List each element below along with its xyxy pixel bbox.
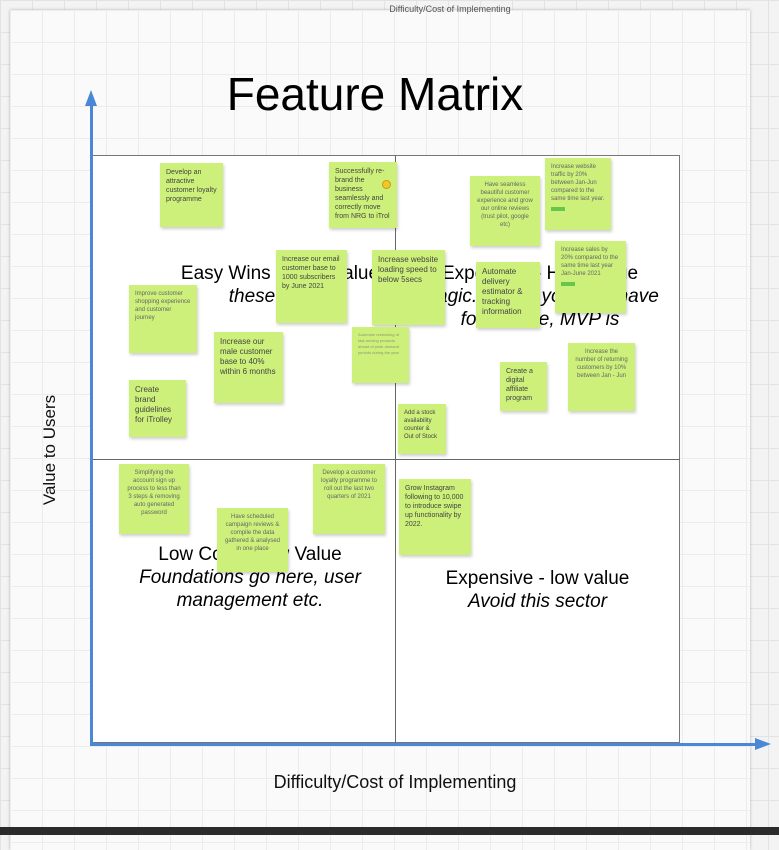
sticky-note-text: Increase sales by 20% compared to the sa… <box>561 247 619 277</box>
quadrant-label-top-right: Expensive - High Value magic. Only if yo… <box>410 262 670 331</box>
quadrant-heading: Expensive - High Value <box>441 263 639 284</box>
sticky-note[interactable]: Have scheduled campaign reviews & compil… <box>217 508 288 572</box>
sticky-note[interactable]: Increase our email customer base to 1000… <box>276 250 347 323</box>
sticky-note-text: Add a stock availability counter & Out o… <box>404 410 438 440</box>
sticky-note-text: Have seamless beautiful customer experie… <box>477 182 533 228</box>
sticky-note[interactable]: Improve customer shopping experience and… <box>129 285 197 353</box>
sticky-note-text: Develop an attractive customer loyalty p… <box>166 169 217 203</box>
sticky-note[interactable]: Successfully re-brand the business seaml… <box>329 162 397 228</box>
quadrant-heading: Expensive - low value <box>445 568 630 589</box>
sticky-note-text: Increase website loading speed to below … <box>378 255 439 284</box>
sticky-note-text: Create a digital affiliate program <box>506 368 533 402</box>
sticky-note[interactable]: Increase website loading speed to below … <box>372 250 445 325</box>
quadrant-subtext: Foundations go here, user management etc… <box>139 567 361 611</box>
sticky-note[interactable]: Have seamless beautiful customer experie… <box>470 176 540 246</box>
x-axis-line <box>90 743 760 746</box>
sticky-note[interactable]: Develop a customer loyalty programme to … <box>313 464 385 534</box>
page-title: Feature Matrix <box>226 68 524 120</box>
sticky-note-text: Automate delivery estimator & tracking i… <box>482 267 523 316</box>
x-axis-arrow-icon <box>755 738 771 750</box>
sticky-note-text: Automate restocking of fast-moving produ… <box>358 332 399 355</box>
sticky-note[interactable]: Increase sales by 20% compared to the sa… <box>555 241 626 313</box>
sticky-note-text: Have scheduled campaign reviews & compil… <box>224 514 281 552</box>
sticky-note[interactable]: Create brand guidelines for iTrolley <box>129 380 186 437</box>
y-axis-arrow-icon <box>85 90 97 106</box>
sticky-note[interactable]: Increase website traffic by 20% between … <box>545 158 611 230</box>
y-axis-label: Value to Users <box>40 394 59 506</box>
quadrant-subtext: magic. Only if you only have focus here,… <box>421 286 659 330</box>
y-axis-line <box>90 100 93 745</box>
x-axis-label: Difficulty/Cost of Implementing <box>273 772 517 792</box>
progress-bar-icon <box>561 282 575 286</box>
sticky-note[interactable]: Simplifying the account sign up process … <box>119 464 189 534</box>
progress-bar-icon <box>551 207 565 211</box>
sticky-note[interactable]: Create a digital affiliate program <box>500 362 547 411</box>
sticky-note-text: Create brand guidelines for iTrolley <box>135 385 173 424</box>
sticky-note[interactable]: Increase our male customer base to 40% w… <box>214 332 283 403</box>
top-cropped-caption: Difficulty/Cost of Implementing <box>389 4 511 14</box>
sticky-note-text: Increase the number of returning custome… <box>575 349 628 379</box>
quadrant-label-bottom-right: Expensive - low value Avoid this sector <box>410 567 665 613</box>
sticky-note[interactable]: Automate delivery estimator & tracking i… <box>476 262 540 328</box>
sticky-note-text: Increase our email customer base to 1000… <box>282 256 340 290</box>
matrix-horizontal-divider <box>92 459 680 460</box>
sticky-note[interactable]: Develop an attractive customer loyalty p… <box>160 163 223 227</box>
quadrant-label-bottom-left: Low Cost - Low Value Foundations go here… <box>120 543 380 612</box>
sticky-note-text: Improve customer shopping experience and… <box>135 291 191 321</box>
matrix-vertical-divider <box>395 155 396 743</box>
sticky-note[interactable]: Automate restocking of fast-moving produ… <box>352 327 409 383</box>
sticky-note-text: Grow Instagram following to 10,000 to in… <box>405 485 464 528</box>
quadrant-subtext: Avoid this sector <box>467 591 608 612</box>
sticky-note-text: Successfully re-brand the business seaml… <box>335 168 390 220</box>
bottom-toolbar-edge <box>0 827 779 835</box>
sticky-note-text: Simplifying the account sign up process … <box>127 470 181 516</box>
sticky-note-text: Increase website traffic by 20% between … <box>551 164 605 202</box>
sticky-note-text: Develop a customer loyalty programme to … <box>320 470 378 500</box>
status-dot-icon <box>382 180 391 189</box>
sticky-note[interactable]: Add a stock availability counter & Out o… <box>398 404 446 454</box>
sticky-note[interactable]: Grow Instagram following to 10,000 to in… <box>399 479 471 555</box>
sticky-note[interactable]: Increase the number of returning custome… <box>568 343 635 411</box>
sticky-note-text: Increase our male customer base to 40% w… <box>220 337 276 376</box>
